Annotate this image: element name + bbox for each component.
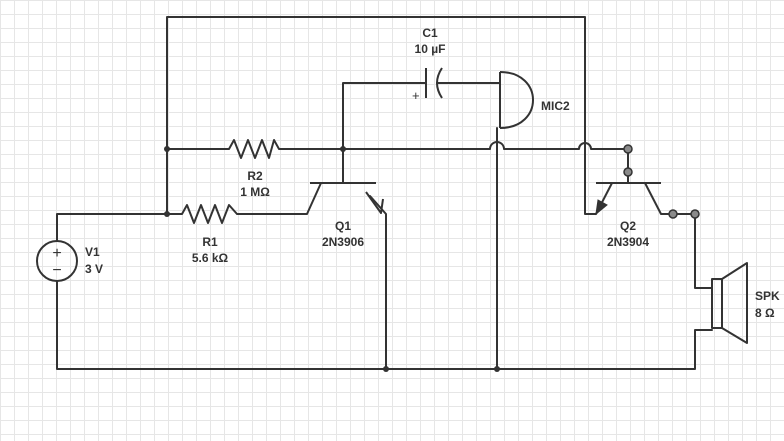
wire-r1-to-q1	[236, 182, 322, 215]
r2-value-label: 1 MΩ	[240, 185, 270, 199]
r2-name-label: R2	[247, 169, 263, 183]
wire-r2-right	[278, 141, 629, 150]
spk-value-label: 8 Ω	[755, 306, 775, 320]
terminal-point	[623, 167, 633, 177]
q1-name-label: Q1	[335, 219, 351, 233]
junction-dot	[340, 146, 346, 152]
c1-value-label: 10 µF	[415, 42, 446, 56]
wire-q2-collector	[660, 213, 713, 289]
capacitor-c1: + C1 10 µF	[412, 26, 445, 103]
terminal-point	[690, 209, 700, 219]
q2-emitter-arrow	[595, 199, 608, 216]
wire-q1-to-c1	[342, 82, 427, 150]
wires	[56, 16, 713, 370]
microphone-mic2: MIC2	[499, 71, 570, 129]
v1-minus-sign: −	[52, 262, 61, 279]
wire-ground-bus	[56, 280, 713, 370]
v1-name-label: V1	[85, 245, 100, 259]
junction-dot	[494, 366, 500, 372]
v1-value-label: 3 V	[85, 262, 103, 276]
c1-name-label: C1	[422, 26, 438, 40]
junction-dot	[164, 146, 170, 152]
wire-v1-top	[56, 213, 183, 242]
terminals	[623, 144, 700, 219]
junctions	[164, 146, 500, 372]
junction-dot	[383, 366, 389, 372]
resistor-r2: R2 1 MΩ	[228, 139, 280, 199]
transistor-q2: Q2 2N3904	[595, 182, 662, 249]
wire-top-loop	[166, 16, 597, 215]
q1-part-label: 2N3906	[322, 235, 364, 249]
wire-q1-emitter	[369, 195, 387, 370]
mic2-name-label: MIC2	[541, 99, 570, 113]
speaker-spk: SPK 8 Ω	[711, 262, 780, 344]
r1-value-label: 5.6 kΩ	[192, 251, 229, 265]
q2-part-label: 2N3904	[607, 235, 649, 249]
transistor-q1: Q1 2N3906	[310, 182, 384, 249]
terminal-point	[668, 209, 678, 219]
voltage-source-v1: + − V1 3 V	[36, 240, 103, 282]
junction-dot	[164, 211, 170, 217]
q2-name-label: Q2	[620, 219, 636, 233]
c1-plus-sign: +	[412, 88, 420, 103]
resistor-r1: R1 5.6 kΩ	[181, 204, 238, 265]
spk-name-label: SPK	[755, 289, 780, 303]
r1-name-label: R1	[202, 235, 218, 249]
terminal-point	[623, 144, 633, 154]
v1-plus-sign: +	[52, 245, 61, 262]
